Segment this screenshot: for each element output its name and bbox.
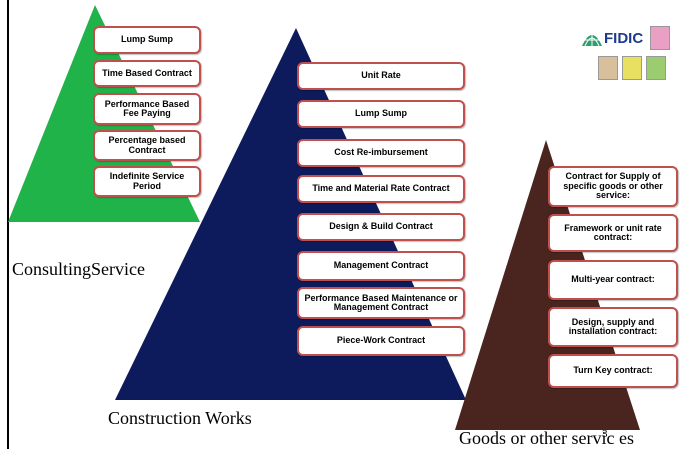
construction-label: Construction Works: [108, 408, 252, 428]
consulting-item-3: Performance Based Fee Paying: [93, 93, 201, 125]
fidic-logo: FIDIC: [576, 20, 672, 92]
book-pink-icon: [650, 26, 670, 50]
book-yellow-icon: [622, 56, 642, 80]
construction-item-2: Lump Sump: [297, 100, 465, 128]
consulting-item-2: Time Based Contract: [93, 60, 201, 87]
goods-item-4: Design, supply and installation contract…: [548, 307, 678, 347]
consulting-item-4: Percentage based Contract: [93, 130, 201, 161]
construction-item-4: Time and Material Rate Contract: [297, 175, 465, 203]
book-brown-icon: [598, 56, 618, 80]
page-number: 3: [602, 428, 608, 440]
fidic-text: FIDIC: [604, 30, 644, 47]
construction-item-7: Performance Based Maintenance or Managem…: [297, 287, 465, 319]
construction-item-6: Management Contract: [297, 251, 465, 281]
goods-item-2: Framework or unit rate contract:: [548, 214, 678, 252]
consulting-item-1: Lump Sump: [93, 26, 201, 54]
construction-item-8: Piece-Work Contract: [297, 326, 465, 356]
goods-item-3: Multi-year contract:: [548, 260, 678, 300]
construction-item-3: Cost Re-imbursement: [297, 139, 465, 167]
construction-item-5: Design & Build Contract: [297, 213, 465, 241]
consulting-label: ConsultingService: [12, 259, 145, 279]
goods-label: Goods or other servic es: [459, 428, 634, 448]
fidic-globe-icon: [582, 28, 602, 47]
book-green-icon: [646, 56, 666, 80]
slide-left-border: [0, 0, 9, 449]
goods-item-1: Contract for Supply of specific goods or…: [548, 166, 678, 207]
consulting-item-5: Indefinite Service Period: [93, 166, 201, 197]
goods-item-5: Turn Key contract:: [548, 354, 678, 388]
construction-item-1: Unit Rate: [297, 62, 465, 90]
